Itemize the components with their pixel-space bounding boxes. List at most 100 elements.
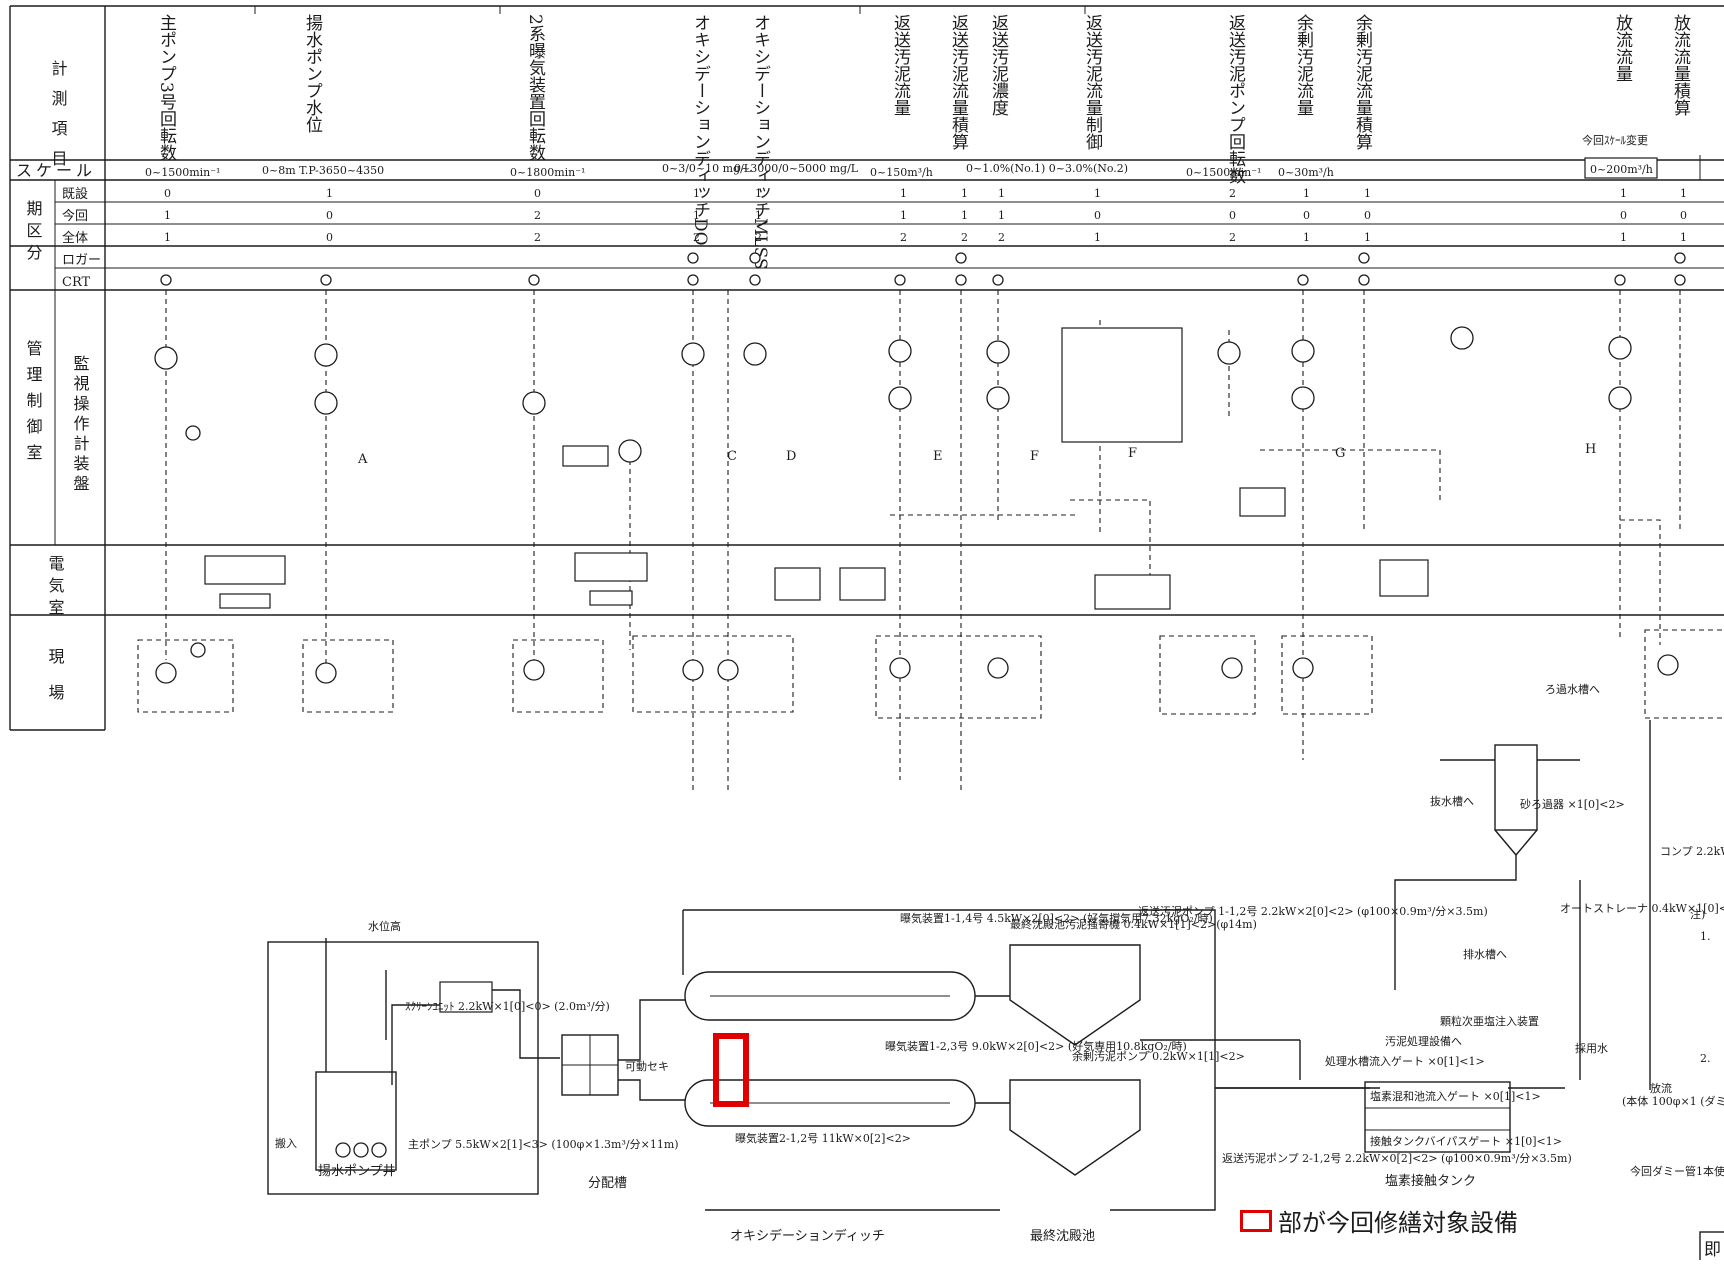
total-value: 2 (755, 231, 762, 244)
col-header: 返送汚泥ポンプ回転数 (1225, 14, 1246, 184)
flow-label: 採用水 (1575, 1041, 1608, 1055)
existing-value: 1 (755, 187, 762, 200)
col-header: 返送汚泥濃度 (988, 14, 1009, 116)
header-table (9, 5, 1724, 731)
scale-value: 0~1500min⁻¹ (1186, 166, 1261, 179)
scale-value: 0~150m³/h (870, 166, 933, 179)
existing-value: 1 (1620, 187, 1627, 200)
dummy-note: 今回ダミー管1本使 (1630, 1164, 1724, 1178)
total-value: 1 (1620, 231, 1627, 244)
label-period-current: 今回 (62, 208, 88, 224)
oxidation-ditch-1 (684, 971, 976, 1021)
compressor-spec: コンプ 2.2kW× (1660, 845, 1724, 858)
scale-value: 0~3/0~10 mg/L (662, 162, 752, 175)
current-value: 0 (326, 209, 333, 222)
note-item: 1. (1700, 930, 1711, 943)
repair-target-highlight (713, 1033, 749, 1107)
existing-value: 1 (961, 187, 968, 200)
col-header: 放流流量 (1612, 14, 1633, 82)
current-value: 0 (1229, 209, 1236, 222)
signal-lines (165, 290, 1681, 790)
label-crt: CRT (62, 275, 91, 290)
total-value: 2 (998, 231, 1005, 244)
distribution-tank (561, 1034, 619, 1096)
scale-value: 0~30m³/h (1278, 166, 1334, 179)
scale-value: 0~8m T.P-3650~4350 (262, 164, 384, 177)
column-headers: 主ポンプ3号回転数 揚水ポンプ水位 2系曝気装置回転数 オキシデーションディッチ… (156, 14, 1691, 270)
scale-value: 0~200m³/h (1590, 163, 1653, 176)
col-header: 返送汚泥流量制御 (1082, 14, 1103, 150)
label-period-total: 全体 (62, 230, 88, 246)
screen-unit-spec: ｽｸﾘｰﾝﾕﾆｯﾄ 2.2kW×1[0]<0> (2.0m³/分) (405, 1000, 610, 1013)
current-value: 0 (1680, 209, 1687, 222)
legend: 部が今回修繕対象設備 (1240, 1203, 1518, 1238)
flow-label: 抜水槽へ (1430, 794, 1474, 808)
main-pump-spec: 主ポンプ 5.5kW×2[1]<3> (100φ×1.3m³/分×11m) (408, 1138, 679, 1151)
current-value: 0 (1303, 209, 1310, 222)
signal-tag: F (1128, 446, 1137, 461)
note-heading: 注) (1690, 907, 1705, 921)
flow-label: 可動セキ (625, 1059, 669, 1073)
label-control-room: 管理制御室 (24, 340, 43, 470)
col-header: 余剰汚泥流量積算 (1352, 14, 1373, 150)
chlorine-tank-label: 塩素接触タンク (1385, 1173, 1476, 1189)
label-period-group: 期区分 (24, 200, 43, 266)
existing-value: 1 (1680, 187, 1687, 200)
existing-value: 1 (693, 187, 700, 200)
label-scale: スケール (16, 161, 96, 180)
total-value: 2 (534, 231, 541, 244)
total-value: 2 (961, 231, 968, 244)
electric-room-boxes (204, 552, 1429, 610)
chlorine-contact-tank (1364, 1081, 1511, 1153)
col-header: 返送汚泥流量 (890, 14, 911, 116)
col-header: 返送汚泥流量積算 (948, 14, 969, 150)
existing-value: 0 (534, 187, 541, 200)
current-value: 1 (961, 209, 968, 222)
current-value: 1 (755, 209, 762, 222)
logger-crt-marks (160, 252, 1686, 286)
existing-value: 1 (326, 187, 333, 200)
col-header: オキシデーションディッチMLSS (750, 14, 770, 270)
flow-label: 放流 (1650, 1081, 1672, 1095)
page-corner-char: 即 (1704, 1240, 1721, 1260)
main-body-spec: (本体 100φ×1 (ダミー100φ×2) (1622, 1094, 1724, 1108)
signal-tag: D (786, 449, 796, 464)
flow-label: ろ過水槽へ (1545, 683, 1600, 696)
current-value: 1 (164, 209, 171, 222)
current-value: 1 (998, 209, 1005, 222)
total-value: 0 (326, 231, 333, 244)
signal-tag: E (933, 449, 943, 464)
current-value: 0 (1094, 209, 1101, 222)
total-value: 2 (900, 231, 907, 244)
total-value: 2 (693, 231, 700, 244)
existing-value: 0 (164, 187, 171, 200)
col-header: 主ポンプ3号回転数 (156, 14, 177, 161)
signal-tag: A (357, 452, 368, 467)
existing-value: 1 (1094, 187, 1101, 200)
sand-filter-spec: 砂ろ過器 ×1[0]<2> (1520, 798, 1625, 811)
existing-value: 1 (900, 187, 907, 200)
current-value: 0 (1620, 209, 1627, 222)
total-value: 1 (1364, 231, 1371, 244)
current-value: 2 (534, 209, 541, 222)
label-electric-room: 電気室 (46, 555, 65, 621)
return-pump1-spec: 返送汚泥ポンプ 1-1,2号 2.2kW×2[0]<2> (φ100×0.9m³… (1138, 904, 1488, 918)
flow-labels: 抜水槽へ ろ過水槽へ 汚泥処理設備へ 放流 搬入 水位高 可動セキ 排水槽へ 採… (275, 683, 1672, 1150)
total-value: 2 (1229, 231, 1236, 244)
pump-well-label: 揚水ポンプ井 (318, 1163, 396, 1179)
signal-tag: G (1335, 446, 1345, 461)
final-settling-tank-1 (1009, 944, 1141, 1046)
flow-label: 水位高 (368, 919, 401, 933)
strainer-spec: オートストレーナ 0.4kW×1[0]<2> (1560, 902, 1724, 915)
return-pump2-spec: 返送汚泥ポンプ 2-1,2号 2.2kW×0[2]<2> (φ100×0.9m³… (1222, 1151, 1572, 1165)
field-panels (137, 629, 1724, 719)
signal-tags: A C D E F F G H (357, 442, 1596, 467)
existing-value: 1 (1303, 187, 1310, 200)
oxidation-ditch-label: オキシデーションディッチ (730, 1228, 885, 1244)
scale-row: 0~1500min⁻¹ 0~8m T.P-3650~4350 0~1800min… (145, 162, 1653, 179)
existing-value: 1 (1364, 187, 1371, 200)
current-value: 1 (900, 209, 907, 222)
scale-value: 0~1800min⁻¹ (510, 166, 585, 179)
final-settling-tank-2 (1009, 1079, 1141, 1176)
bypass-gate-spec: 接触タンクバイパスゲート ×1[0]<1> (1370, 1134, 1562, 1148)
